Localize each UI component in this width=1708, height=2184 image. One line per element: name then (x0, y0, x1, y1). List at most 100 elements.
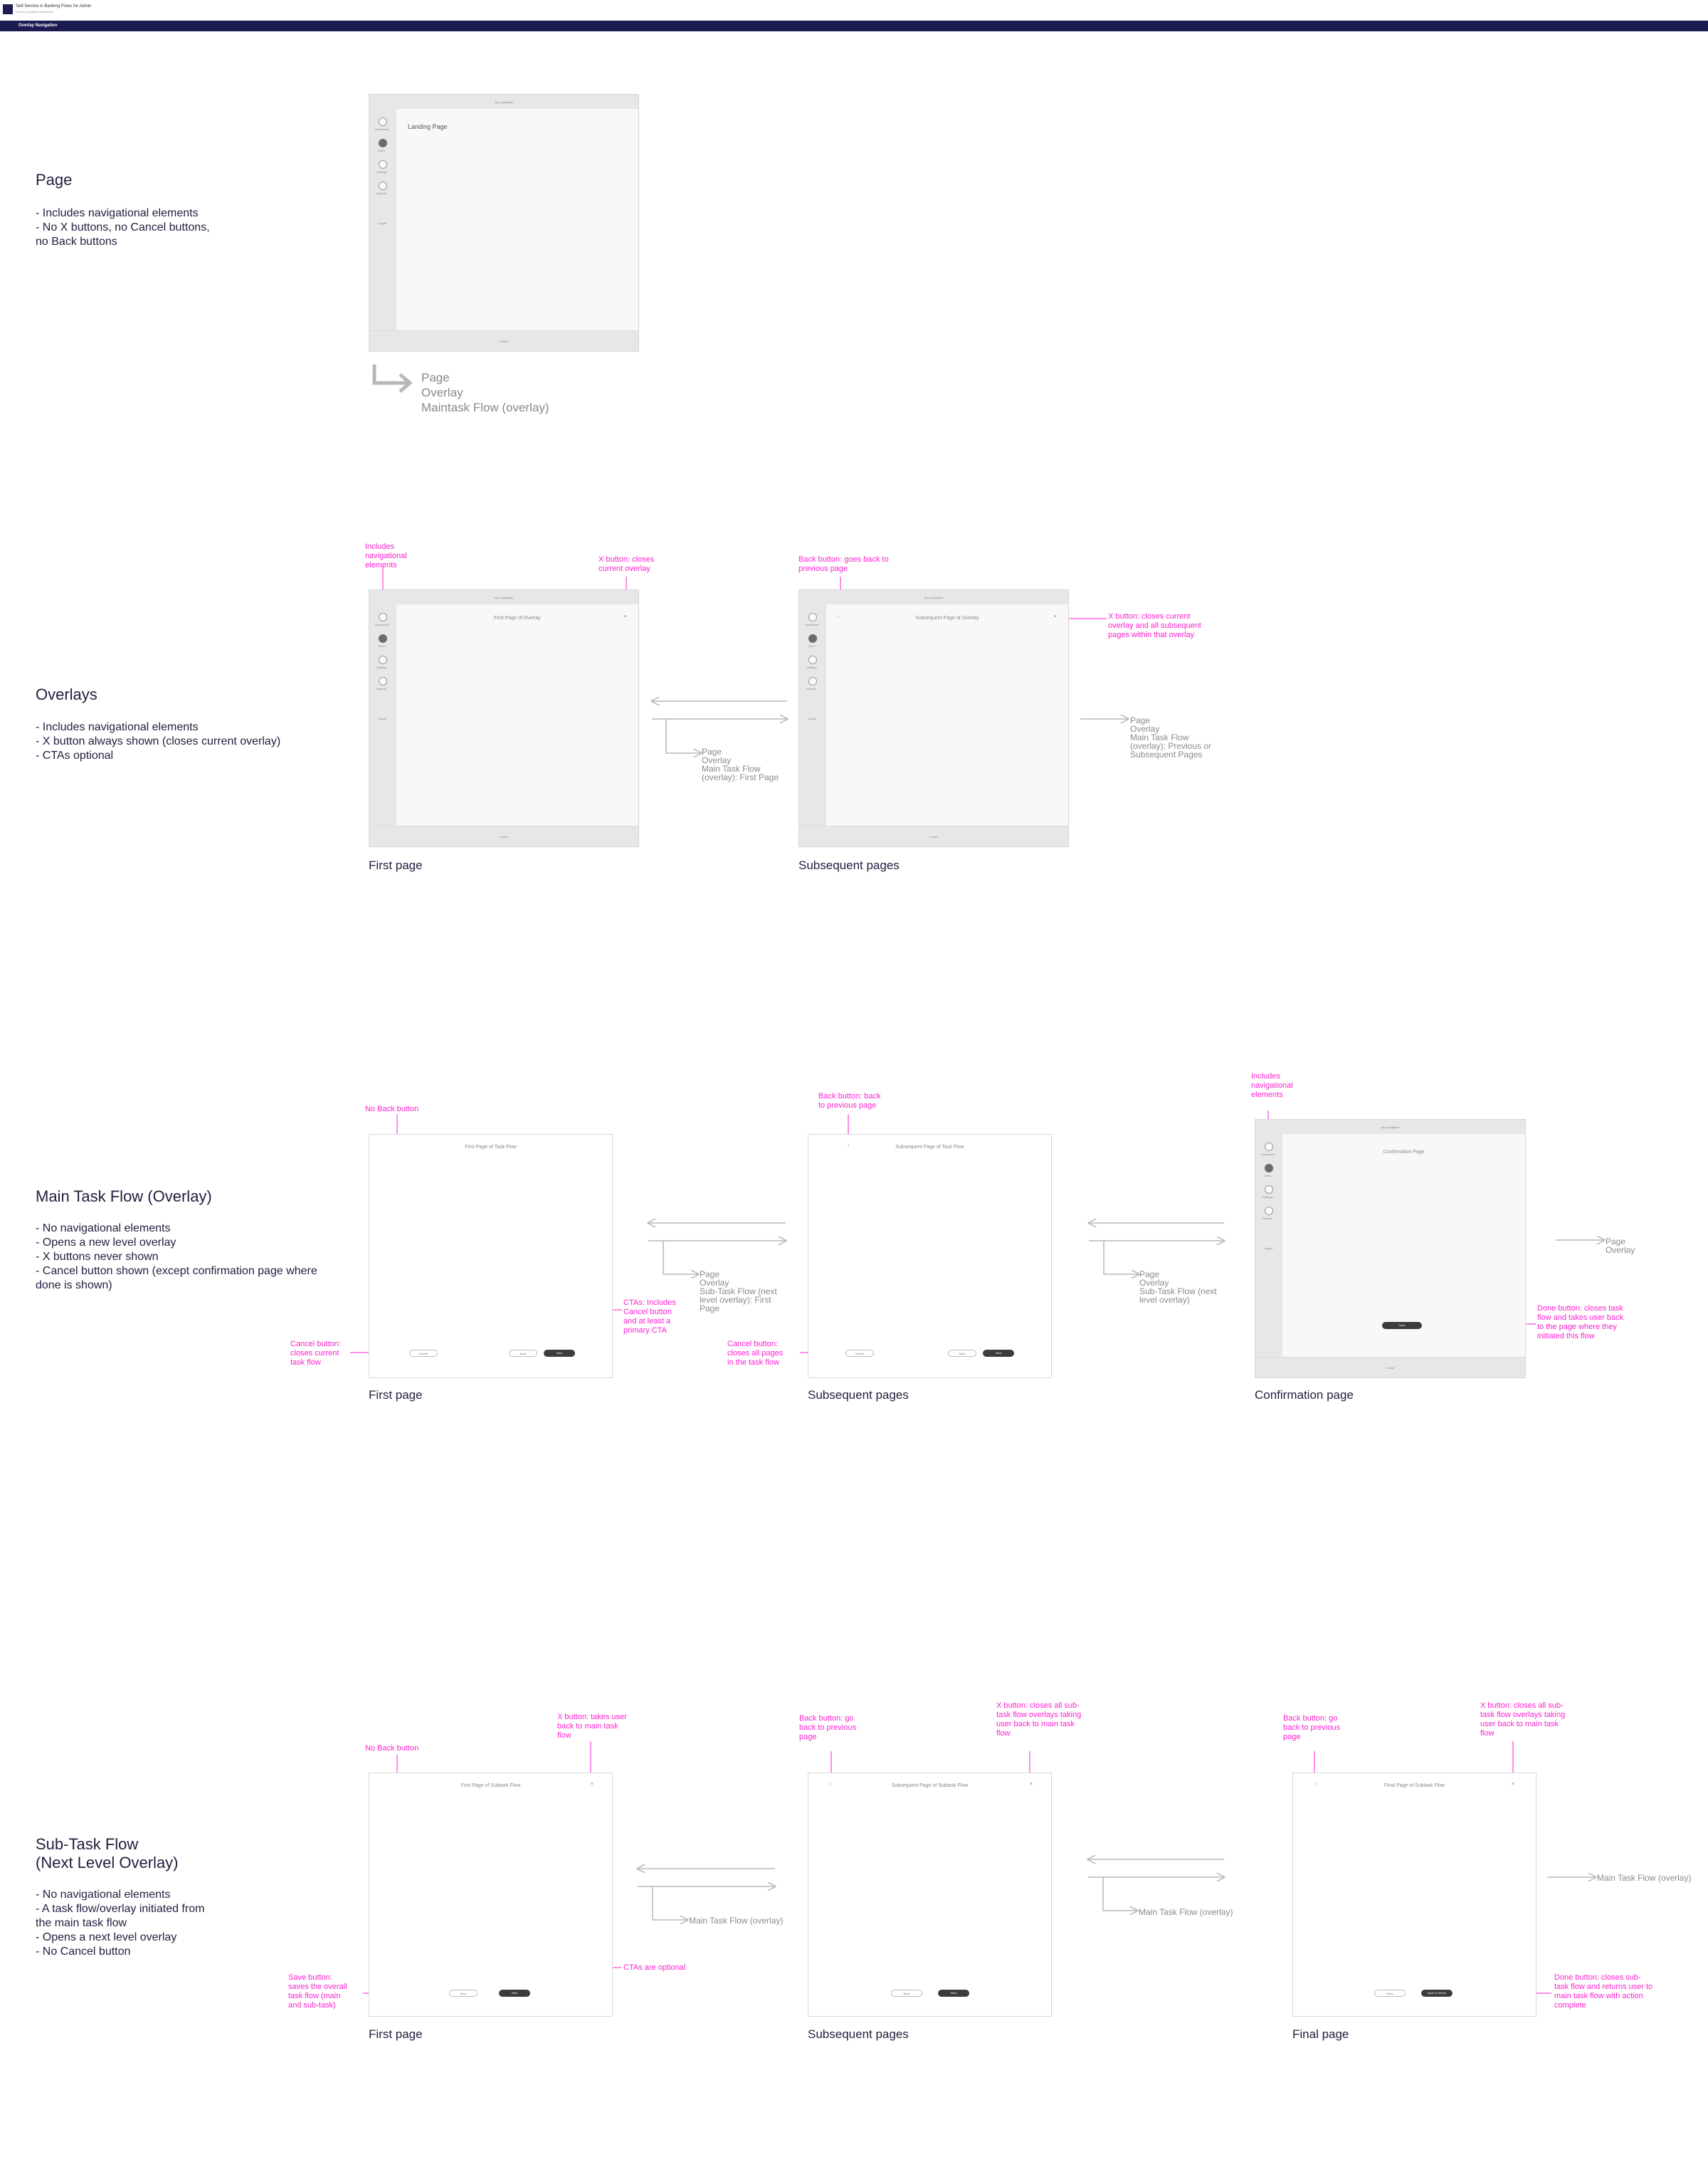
nav-item-icon[interactable] (808, 677, 817, 686)
document-subtitle: Overlay navigation framework (16, 10, 53, 14)
task-first-heading: First Page of Task Flow (465, 1145, 517, 1150)
back-button[interactable]: Back (948, 1350, 976, 1357)
anno-sub-no-back: No Back button (365, 1744, 419, 1753)
anno-overlay-nav: Includes navigational elements (365, 542, 407, 569)
anno-sub-back3: Back button: go back to previous page (1283, 1714, 1341, 1741)
task-first-caption: First page (369, 1388, 423, 1402)
back-button[interactable]: Back (891, 1990, 922, 1997)
tab-overlay-navigation[interactable]: Overlay Navigation (19, 23, 58, 28)
back-arrow-icon[interactable]: ‹ (838, 614, 840, 619)
sub-final-frame: ‹ Final Page of Subtask Flow × Back Done… (1292, 1773, 1536, 2017)
task-confirm-caption: Confirmation page (1255, 1388, 1354, 1402)
sub-subsequent-caption: Subsequent pages (808, 2027, 909, 2041)
nav-item-icon[interactable] (379, 182, 387, 190)
overlays-section-bullets: - Includes navigational elements - X but… (36, 721, 281, 762)
anno-sub-save: Save button: saves the overall task flow… (288, 1973, 347, 2010)
sub-subsequent-heading: Subsequent Page of Subtask Flow (891, 1783, 969, 1788)
sub-final-caption: Final page (1292, 2027, 1349, 2041)
anno-sub-x2: X button: closes all sub- task flow over… (996, 1701, 1082, 1738)
close-icon[interactable]: × (590, 1782, 594, 1787)
close-icon[interactable]: × (623, 614, 627, 619)
brand-logo (3, 4, 13, 14)
back-arrow-icon[interactable]: ‹ (830, 1782, 832, 1787)
cancel-button[interactable]: Cancel (845, 1350, 874, 1357)
task-subsequent-flow: Page Overlay Sub-Task Flow (next level o… (1139, 1269, 1217, 1305)
sub-first-flow: Main Task Flow (overlay) (689, 1916, 784, 1926)
next-button[interactable]: Next (499, 1990, 530, 1997)
main-task-section-title: Main Task Flow (Overlay) (36, 1187, 212, 1205)
task-first-frame: First Page of Task Flow Cancel Back Next (369, 1134, 613, 1378)
nav-item-icon-active[interactable] (808, 634, 817, 643)
back-button[interactable]: Back (1374, 1990, 1406, 1997)
anno-task-no-back: No Back button (365, 1105, 419, 1113)
back-button[interactable]: Back (509, 1350, 537, 1357)
nav-item-icon[interactable] (379, 117, 387, 126)
nav-item-icon[interactable] (808, 656, 817, 664)
sub-first-flow-arrow (652, 1886, 687, 1920)
sub-final-flow: Main Task Flow (overlay) (1597, 1873, 1692, 1883)
overlay-subsequent-heading: Subsequent Page of Overlay (915, 616, 979, 621)
back-arrow-icon[interactable]: ‹ (1314, 1782, 1317, 1787)
task-subsequent-frame: ‹ Subsequent Page of Task Flow Cancel Ba… (808, 1134, 1052, 1378)
frame-side-nav: Dashboard Users Settings Reports Logout (369, 109, 396, 331)
next-button[interactable]: Next (938, 1990, 969, 1997)
next-button[interactable]: Next (983, 1350, 1014, 1357)
task-subsequent-heading: Subsequent Page of Task Flow (895, 1145, 964, 1150)
nav-item-icon[interactable] (379, 677, 387, 686)
sub-final-heading: Final Page of Subtask Flow (1383, 1783, 1445, 1788)
nav-item-icon-active[interactable] (1265, 1164, 1273, 1172)
overlay-first-caption: First page (369, 859, 423, 872)
nav-item-icon[interactable] (379, 160, 387, 169)
anno-sub-x: X button: takes user back to main task f… (557, 1713, 627, 1740)
page-flow-arrow (372, 364, 409, 385)
close-icon[interactable]: × (1029, 1782, 1033, 1787)
page-section-bullets: - Includes navigational elements - No X … (36, 207, 210, 248)
anno-sub-x3: X button: closes all sub- task flow over… (1480, 1701, 1566, 1738)
cancel-button[interactable]: Cancel (409, 1350, 438, 1357)
nav-item-icon[interactable] (1265, 1143, 1273, 1151)
frame-side-nav: Dashboard Users Settings Reports Logout (1255, 1134, 1282, 1358)
task-confirm-heading: Confirmation Page (1383, 1150, 1425, 1155)
frame-top-bar: App navigation (369, 95, 638, 110)
anno-task-back: Back button: back to previous page (818, 1092, 881, 1110)
overlay-first-flow: Page Overlay Main Task Flow (overlay): F… (702, 747, 779, 782)
close-icon[interactable]: × (1511, 1782, 1514, 1787)
nav-item-icon-active[interactable] (379, 634, 387, 643)
nav-item-icon[interactable] (379, 656, 387, 664)
overlay-first-frame: App navigation Dashboard Users Settings … (369, 589, 639, 847)
landing-page-heading: Landing Page (408, 123, 448, 130)
overlays-section-title: Overlays (36, 686, 97, 703)
anno-sub-ctas: CTAs are optional (623, 1963, 686, 1972)
top-navigation-bar (0, 21, 1708, 31)
nav-item-icon[interactable] (808, 613, 817, 621)
nav-item-icon-active[interactable] (379, 139, 387, 147)
overlay-subsequent-flow: Page Overlay Main Task Flow (overlay): P… (1130, 715, 1212, 760)
done-button[interactable]: Done (1382, 1322, 1422, 1329)
page-landing-frame: App navigation Dashboard Users Settings … (369, 94, 639, 352)
sub-task-section-bullets: - No navigational elements - A task flow… (36, 1889, 205, 1958)
overlay-first-flow-arrow (665, 719, 701, 753)
anno-task-done: Done button: closes task flow and takes … (1537, 1304, 1624, 1340)
page-flow-targets: Page Overlay Maintask Flow (overlay) (421, 371, 549, 414)
save-button[interactable]: Save (449, 1990, 478, 1997)
nav-item-icon[interactable] (379, 613, 387, 621)
nav-item-icon[interactable] (1265, 1207, 1273, 1215)
next-button[interactable]: Next (544, 1350, 575, 1357)
done-return-button[interactable]: Done & Return (1421, 1990, 1453, 1997)
task-first-flow: Page Overlay Sub-Task Flow (next level o… (700, 1269, 777, 1313)
nav-item-icon[interactable] (1265, 1185, 1273, 1194)
main-task-section-bullets: - No navigational elements - Opens a new… (36, 1222, 317, 1291)
page-section-title: Page (36, 171, 73, 189)
task-first-flow-arrow (663, 1241, 698, 1274)
anno-overlay-x: X button: closes current overlay (599, 555, 655, 573)
task-confirm-flow: Page Overlay (1606, 1237, 1635, 1255)
frame-footer: Footer (369, 330, 638, 351)
anno-sub-done: Done button: closes sub- task flow and r… (1554, 1973, 1653, 2010)
page-flow-arrowhead (399, 373, 413, 393)
sub-task-section-title: Sub-Task Flow (Next Level Overlay) (36, 1835, 179, 1872)
overlay-subsequent-frame: App navigation Dashboard Users Settings … (798, 589, 1069, 847)
sub-first-frame: First Page of Subtask Flow × Save Next (369, 1773, 613, 2017)
back-arrow-icon[interactable]: ‹ (848, 1143, 850, 1148)
close-icon[interactable]: × (1053, 614, 1057, 619)
anno-sub-back: Back button: go back to previous page (799, 1714, 857, 1741)
